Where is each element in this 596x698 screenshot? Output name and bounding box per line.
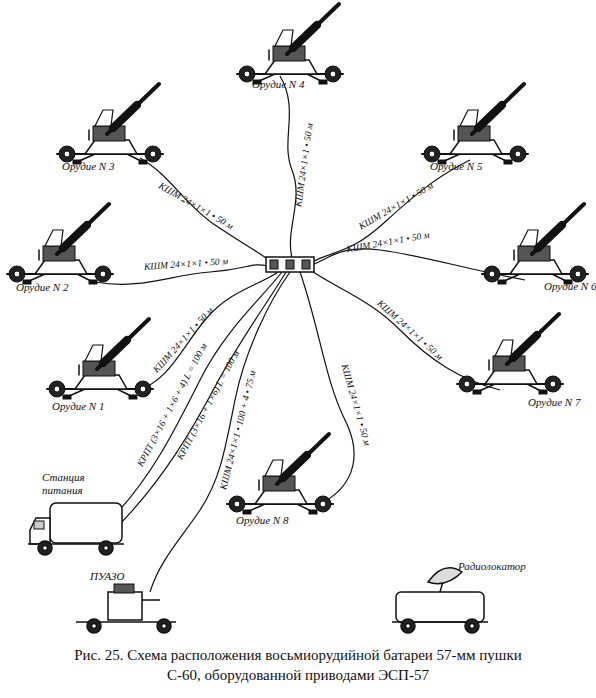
cable-label: КШМ 24×1×1 • 50 м	[144, 256, 229, 272]
node-text: Орудие N 1	[52, 400, 104, 413]
cable-label: КШМ 24×1×1 • 50 м	[151, 305, 215, 374]
node-text: Станция питания	[42, 471, 104, 496]
node-text: ПУАЗО	[90, 570, 124, 583]
gun-label: Орудие N 8	[236, 514, 288, 527]
cable-label: КШМ 24×1×1 • 50 м	[375, 298, 444, 362]
node-text: Орудие N 2	[16, 281, 68, 294]
node-text: Орудие N 4	[252, 78, 304, 91]
node-text: Орудие N 8	[236, 514, 288, 527]
node-text: Орудие N 7	[528, 396, 580, 409]
vehicle-label: ПУАЗО	[90, 570, 124, 583]
cable-label: КШМ 24×1×1 • 50 м	[293, 123, 315, 208]
cable-label: КШМ 24×1×1 • 50 м	[340, 363, 373, 447]
gun-label: Орудие N 7	[528, 396, 580, 409]
gun-label: Орудие N 5	[430, 160, 482, 173]
gun-label: Орудие N 4	[252, 78, 304, 91]
gun-icon	[482, 204, 588, 284]
junction-box	[266, 257, 314, 272]
node-text: Орудие N 3	[62, 160, 114, 173]
gun-label: Орудие N 2	[16, 281, 68, 294]
gun-icon	[237, 4, 343, 84]
gun-label: Орудие N 3	[62, 160, 114, 173]
fire-director-trailer	[76, 584, 176, 633]
cable-label: КРПТ (3×16 + 1×6 + 4) L = 100 м	[135, 342, 209, 468]
gun-icon	[47, 319, 153, 399]
figure-caption: Рис. 25. Схема расположения восьмиорудий…	[70, 646, 526, 685]
node-text: Орудие N 6	[544, 280, 596, 293]
gun-icon	[457, 314, 563, 394]
gun-label: Орудие N 6	[544, 280, 596, 293]
vehicle-label: Станция питания	[42, 471, 104, 496]
cable-label: КШМ 24×1×1 • 50 м	[357, 181, 435, 232]
gun-label: Орудие N 1	[52, 400, 104, 413]
cable-label: КШМ 24×1×1 • 50 м	[157, 181, 235, 232]
vehicle-label: Радиолокатор	[458, 560, 526, 573]
gun-icon	[7, 204, 113, 284]
gun-icon	[227, 434, 333, 514]
radar-van	[392, 568, 488, 633]
power-station-truck	[28, 503, 124, 555]
node-text: Радиолокатор	[458, 560, 526, 573]
gun-icon	[57, 84, 163, 164]
node-text: Орудие N 5	[430, 160, 482, 173]
gun-icon	[422, 84, 528, 164]
